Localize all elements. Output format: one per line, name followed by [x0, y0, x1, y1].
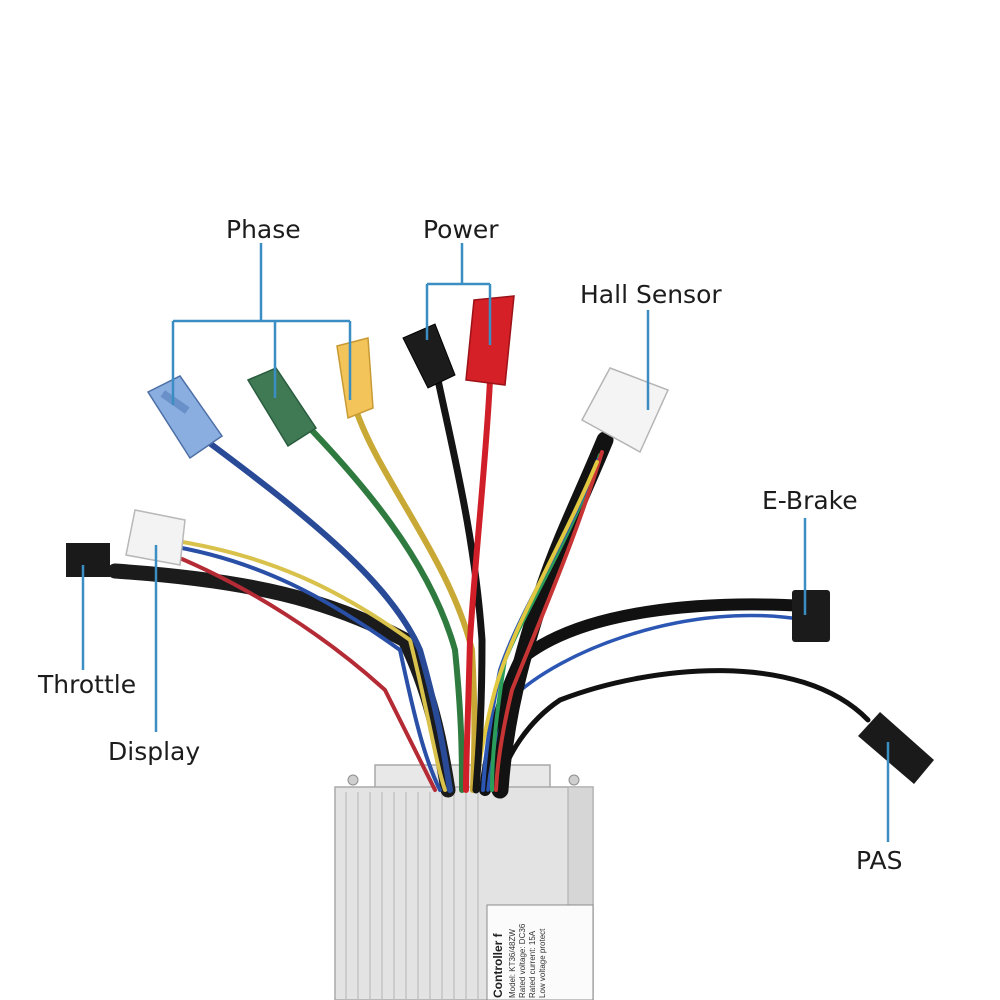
leader-lines	[81, 243, 890, 842]
throttle-connector	[66, 543, 110, 577]
sticker-model: Model: KT36/48ZW	[508, 929, 517, 998]
phase-label: Phase	[226, 215, 301, 244]
sticker-title: Controller f	[491, 932, 505, 998]
phase-connector-yellow	[336, 337, 374, 420]
pas-label: PAS	[856, 846, 903, 875]
display-label: Display	[108, 737, 201, 766]
sticker-rated-current: Rated current: 15A	[528, 930, 537, 998]
pas-connector	[858, 712, 934, 784]
sticker-low-voltage: Low voltage protect	[538, 928, 547, 998]
display-connector	[125, 509, 186, 566]
phase-connector-green	[246, 367, 318, 448]
hall-sensor-connector	[580, 367, 670, 454]
phase-connector-blue	[146, 375, 224, 460]
sticker-rated-voltage: Rated voltage: DC36	[518, 923, 527, 998]
wire-bundle	[107, 376, 871, 799]
e-brake-connector	[792, 590, 830, 642]
power-label: Power	[423, 215, 499, 244]
power-connector-black	[402, 323, 456, 389]
controller-label-sticker: Controller f Model: KT36/48ZW Rated volt…	[486, 904, 594, 1000]
throttle-label: Throttle	[38, 670, 137, 699]
hall-sensor-label: Hall Sensor	[580, 280, 722, 309]
e-brake-label: E-Brake	[762, 486, 858, 515]
controller-housing	[334, 764, 594, 1000]
